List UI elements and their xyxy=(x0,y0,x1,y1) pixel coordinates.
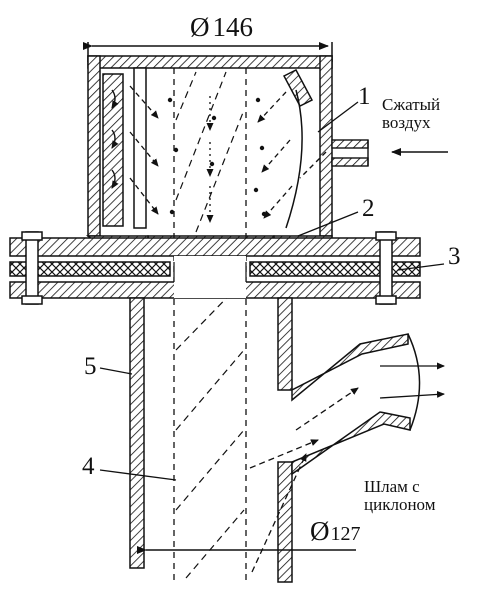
air-inlet-pipe xyxy=(299,139,448,179)
bottom-diameter-label: Ø127 xyxy=(310,516,361,546)
callouts: 1 2 3 4 5 xyxy=(82,83,461,481)
outlet-label-line2: циклоном xyxy=(364,495,436,514)
flange-assembly xyxy=(9,231,421,305)
inlet-label-line1: Сжатый xyxy=(382,95,440,114)
air-flow-arrows xyxy=(111,85,293,223)
lower-pipe xyxy=(129,297,293,583)
branch-outlet-pipe xyxy=(249,333,445,573)
callout-2: 2 xyxy=(362,195,375,222)
inner-column xyxy=(173,68,247,580)
outlet-label-line1: Шлам с xyxy=(364,477,420,496)
bottom-dimension: Ø127 xyxy=(137,516,361,554)
inlet-label-line2: воздух xyxy=(382,113,431,132)
callout-1: 1 xyxy=(358,83,371,110)
annotations: Сжатый воздух Шлам с циклоном xyxy=(364,95,440,514)
callout-3: 3 xyxy=(448,243,461,270)
callout-5: 5 xyxy=(84,353,97,380)
callout-4: 4 xyxy=(82,453,95,480)
